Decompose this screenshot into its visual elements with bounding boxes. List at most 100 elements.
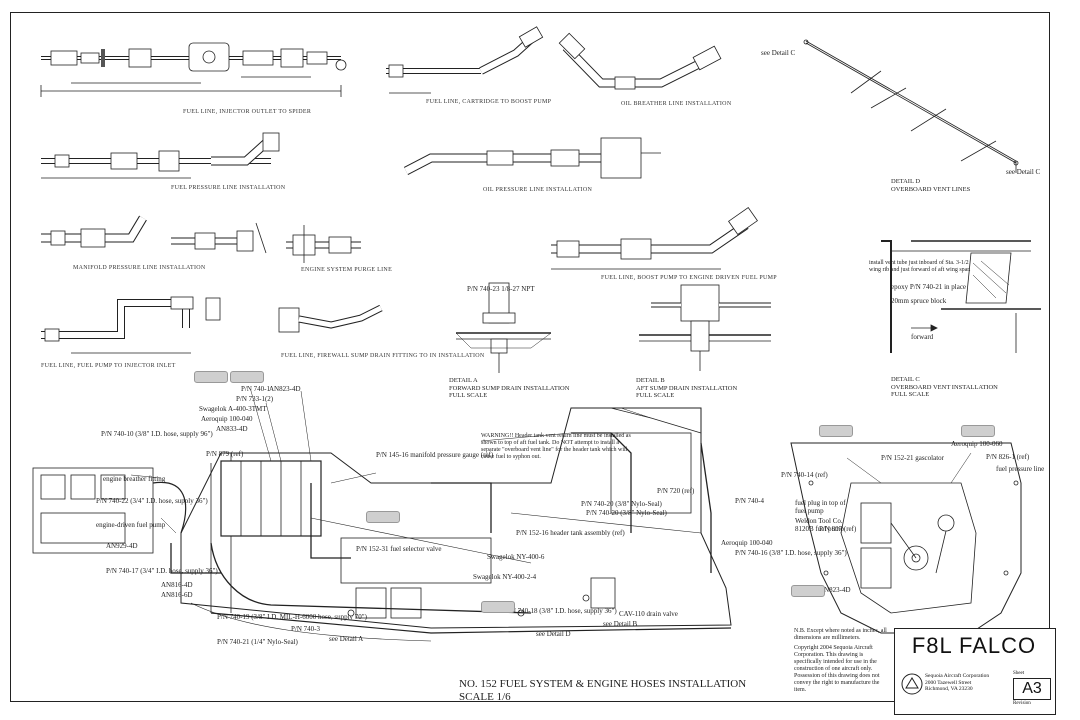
drawing-title-line2: SCALE 1/6 (459, 691, 511, 703)
callout-see-detail-b: see Detail B (603, 620, 638, 628)
caption-overboard-vent: DETAIL D OVERBOARD VENT LINES (891, 178, 971, 193)
callout-p21: P/N 740-4 (735, 497, 764, 505)
fuselage-structure-drawing (180, 407, 732, 642)
callout-gascolator: P/N 152-21 gascolator (881, 454, 944, 462)
engine-system-purge-drawing (286, 225, 361, 263)
aircraft-name: F8L FALCO (911, 633, 1037, 658)
callout-p5: Aeroquip 100-040 (201, 415, 253, 423)
callout-sump-title-a: P/N 740-23 1/8-27 NPT (467, 285, 535, 293)
callout-p13: AN816-6D (161, 591, 193, 599)
placeholder-box (230, 371, 264, 383)
schematic-drawing (32, 26, 1041, 642)
callout-p24: P/N 740-16 (3/8" I.D. hose, supply 36") (735, 549, 847, 557)
manifold-pressure-line-drawing (41, 215, 267, 254)
company-line-3: Richmond, VA 23230 (925, 686, 973, 692)
engine-block-drawing (32, 467, 187, 554)
callout-see-detail-d: see Detail D (536, 630, 571, 638)
placeholder-box (961, 425, 995, 437)
callout-p11: P/N 740-17 (3/4" I.D. hose, supply 36") (106, 567, 218, 575)
callout-p25: P/N 740-20 (3/8" Nylo-Seal) (586, 509, 667, 517)
callout-p22: Aeroquip 100-040 (721, 539, 773, 547)
callout-p7: AN833-4D (216, 425, 248, 433)
caption-oil-breather: OIL BREATHER LINE INSTALLATION (621, 101, 732, 107)
caption-detail-c: DETAIL C OVERBOARD VENT INSTALLATION FUL… (891, 376, 998, 398)
callout-p14: P/N 740-19 (3/8" I.D. MIL-H-6000 hose, s… (217, 613, 367, 621)
fuel-line-boost-pump-drawing (551, 207, 758, 270)
callout-see-detail-c-right: see Detail C (1006, 168, 1041, 176)
callout-vent-line: P/N 740-14 (ref) (781, 471, 828, 479)
title-block: F8L FALCO Sequoia Aircraft Corporation 2… (894, 628, 1056, 715)
oil-breather-line-drawing (558, 32, 722, 90)
caption-fuel-line-cartridge: FUEL LINE, CARTRIDGE TO BOOST PUMP (426, 99, 552, 105)
sheet-label: Sheet (1013, 671, 1025, 676)
callout-p16: P/N 740-3 (291, 625, 320, 633)
callout-manifold-line: P/N 145-16 manifold pressure gauge (ref) (376, 451, 494, 459)
company-logo-icon (901, 673, 923, 695)
callout-p27: Aeroquip 100-060 (951, 440, 1003, 448)
oil-pressure-line-drawing (403, 137, 661, 179)
callout-p9: AN929-4D (106, 542, 138, 550)
placeholder-box (366, 511, 400, 523)
callout-fuel-selector: P/N 152-31 fuel selector valve (356, 545, 442, 553)
caption-fuel-line-injector-outlet: FUEL LINE, INJECTOR OUTLET TO SPIDER (183, 109, 312, 115)
callout-p18: P/N 740-20 (3/8" Nylo-Seal) (581, 500, 662, 508)
caption-detail-a: DETAIL A FORWARD SUMP DRAIN INSTALLATION… (449, 377, 570, 399)
callout-p8: P/N 740-10 (3/8" I.D. hose, supply 96") (101, 430, 213, 438)
caption-fuel-pressure-line: FUEL PRESSURE LINE INSTALLATION (171, 185, 286, 191)
callout-fuel-plug: fuel plug in top of fuel pump (795, 499, 846, 515)
dimension-note: N.B. Except where noted as inches, all d… (794, 628, 887, 641)
placeholder-box (819, 425, 853, 437)
callout-p30: AN823-4D (819, 586, 851, 594)
callout-p28: P/N 826-1 (ref) (986, 453, 1030, 461)
fuel-line-cartridge-drawing (386, 26, 544, 94)
caption-detail-b: DETAIL B AFT SUMP DRAIN INSTALLATION FUL… (636, 377, 738, 399)
detail-c-vent-drawing (881, 240, 1041, 353)
callout-p4: Swagelok A-400-3TMT (199, 405, 267, 413)
caption-firewall-drain: FUEL LINE, FIREWALL SUMP DRAIN FITTING T… (281, 353, 485, 359)
callout-p23: P/N 807 (ref) (819, 525, 857, 533)
drawing-title-line1: NO. 152 FUEL SYSTEM & ENGINE HOSES INSTA… (459, 678, 747, 690)
copyright-note: Copyright 2004 Sequoia Aircraft Corporat… (794, 645, 880, 693)
detail-a-sump-drain-drawing (455, 282, 552, 373)
firewall-drain-drawing (278, 304, 383, 333)
callout-p1: P/N 740-1 (241, 385, 270, 393)
detail-b-sump-drain-drawing (639, 284, 771, 371)
fuel-lines-routing-drawing (170, 432, 712, 614)
revision-label: Revision (1013, 701, 1031, 706)
caption-manifold-pressure: MANIFOLD PRESSURE LINE INSTALLATION (73, 265, 206, 271)
leader-lines (130, 390, 972, 534)
caption-engine-system: ENGINE SYSTEM PURGE LINE (301, 267, 393, 273)
callout-p6: P/N 879 (ref) (206, 450, 244, 458)
placeholder-box (791, 585, 825, 597)
warning-note: WARNING!! Header tank vent return line m… (481, 433, 631, 460)
callout-p15: P/N 740-21 (1/4" Nylo-Seal) (217, 638, 298, 646)
caption-fuel-pump-line: FUEL LINE, FUEL PUMP TO INJECTOR INLET (41, 363, 176, 369)
callout-p3: AN823-4D (269, 385, 301, 393)
placeholder-box (481, 601, 515, 613)
fuel-line-fuel-pump-drawing (41, 296, 221, 354)
fuel-line-injector-outlet-drawing (40, 42, 347, 97)
firewall-view-drawing (790, 442, 1022, 634)
callout-p26: P/N 720 (ref) (657, 487, 695, 495)
callout-p17: P/N 740-18 (3/8" I.D. hose, supply 36") (505, 607, 617, 615)
drawing-title: NO. 152 FUEL SYSTEM & ENGINE HOSES INSTA… (459, 678, 746, 704)
callout-fuel-pressure-line: fuel pressure line (996, 465, 1045, 473)
drawing-sheet: FUEL LINE, INJECTOR OUTLET TO SPIDER FUE… (10, 12, 1056, 715)
callout-p10: P/N 740-22 (3/4" I.D. hose, supply 36") (96, 497, 208, 505)
callout-install-vent: install vent tube just inboard of Sta. 3… (869, 260, 971, 273)
fuel-pressure-line-drawing (41, 132, 280, 179)
company-line-1: Sequoia Aircraft Corporation (925, 673, 990, 679)
callout-epoxy: epoxy P/N 740-21 in place (891, 283, 967, 291)
callout-forward: forward (911, 333, 934, 341)
caption-oil-pressure-line: OIL PRESSURE LINE INSTALLATION (483, 187, 593, 193)
callout-p20: Swagelok NY-400-2-4 (473, 573, 537, 581)
placeholder-box (194, 371, 228, 383)
callout-weldon-pump: Weldon Tool Co. 8120B fuel pump (795, 517, 844, 533)
caption-boost-pump-line: FUEL LINE, BOOST PUMP TO ENGINE DRIVEN F… (601, 275, 777, 281)
callout-header-tank: P/N 152-16 header tank assembly (ref) (516, 529, 625, 537)
company-line-2: 2000 Tazewell Street (925, 679, 972, 686)
callout-see-detail-c-top: see Detail C (761, 49, 796, 57)
callout-engine-breather: engine breather fitting (103, 475, 166, 483)
company-address: Sequoia Aircraft Corporation 2000 Tazewe… (925, 673, 989, 693)
callout-p12: AN816-4D (161, 581, 193, 589)
